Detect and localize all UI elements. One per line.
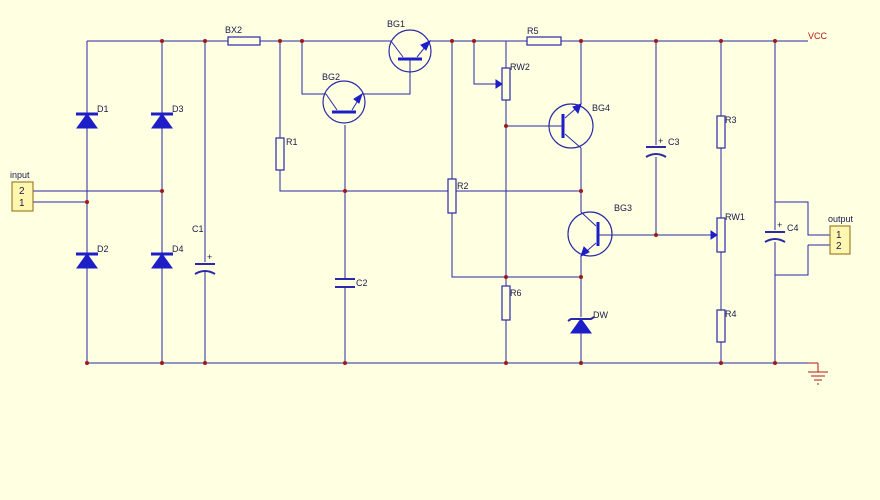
diode-d4: D4	[151, 244, 184, 269]
svg-text:DW: DW	[593, 310, 608, 320]
junction-dot	[203, 361, 207, 365]
resistor-r4: R4	[716, 309, 737, 343]
wires	[33, 40, 830, 364]
svg-text:BG3: BG3	[614, 203, 632, 213]
zener-dw: DW	[567, 310, 608, 334]
svg-text:RW2: RW2	[510, 62, 530, 72]
resistor-r5: R5	[526, 26, 562, 46]
capacitor-c4: + C4	[764, 220, 799, 243]
svg-text:C3: C3	[668, 137, 680, 147]
svg-text:C4: C4	[787, 223, 799, 233]
diode-d2: D2	[76, 244, 109, 269]
svg-text:2: 2	[19, 186, 25, 197]
svg-text:1: 1	[19, 198, 25, 209]
junction-dot	[579, 39, 583, 43]
svg-text:R2: R2	[457, 181, 469, 191]
output-connector: output 1 2	[828, 214, 854, 255]
svg-text:BX2: BX2	[225, 25, 242, 35]
svg-text:BG4: BG4	[592, 103, 610, 113]
junction-dot	[343, 189, 347, 193]
junction-dot	[654, 39, 658, 43]
junction-dot	[719, 39, 723, 43]
junction-dot	[160, 189, 164, 193]
diode-d1: D1	[76, 104, 109, 129]
junction-dot	[773, 361, 777, 365]
capacitor-c1: + C1	[192, 224, 216, 275]
svg-text:VCC: VCC	[808, 31, 828, 41]
svg-text:+: +	[207, 252, 212, 262]
junction-dot	[504, 124, 508, 128]
transistor-bg3: BG3	[567, 203, 632, 257]
output-title: output	[828, 214, 854, 224]
svg-text:R4: R4	[725, 309, 737, 319]
svg-text:R5: R5	[527, 26, 539, 36]
input-connector: input 2 1	[10, 170, 34, 212]
svg-text:D4: D4	[172, 244, 184, 254]
svg-text:R6: R6	[510, 288, 522, 298]
vcc-net-label: VCC	[808, 31, 828, 41]
junction-dot	[343, 361, 347, 365]
svg-text:1: 1	[836, 230, 842, 241]
svg-text:D1: D1	[97, 104, 109, 114]
resistor-r1: R1	[275, 137, 298, 171]
svg-text:BG1: BG1	[387, 19, 405, 29]
ground-symbol	[808, 362, 828, 385]
resistor-r2: R2	[447, 178, 469, 214]
svg-text:RW1: RW1	[725, 212, 745, 222]
svg-text:D3: D3	[172, 104, 184, 114]
junction-dot	[579, 189, 583, 193]
potentiometer-rw2: RW2	[495, 62, 530, 101]
svg-text:C2: C2	[356, 278, 368, 288]
resistor-r6: R6	[501, 285, 522, 321]
junction-dot	[160, 361, 164, 365]
svg-text:BG2: BG2	[322, 72, 340, 82]
junction-dot	[160, 39, 164, 43]
svg-text:R3: R3	[725, 115, 737, 125]
junction-dot	[579, 275, 583, 279]
junction-dot	[450, 39, 454, 43]
resistor-r3: R3	[716, 115, 737, 149]
junction-dot	[773, 39, 777, 43]
svg-text:C1: C1	[192, 224, 204, 234]
svg-text:+: +	[777, 220, 782, 230]
capacitor-c3: + C3	[645, 136, 680, 158]
input-title: input	[10, 170, 30, 180]
svg-text:R1: R1	[286, 137, 298, 147]
diode-d3: D3	[151, 104, 184, 129]
junction-dot	[504, 361, 508, 365]
capacitor-c2: C2	[335, 278, 368, 288]
junction-dot	[85, 361, 89, 365]
junction-dot	[579, 361, 583, 365]
svg-text:2: 2	[836, 241, 842, 252]
fuse-bx2: BX2	[225, 25, 261, 46]
junctions	[85, 39, 777, 365]
junction-dot	[719, 361, 723, 365]
junction-dot	[278, 39, 282, 43]
junction-dot	[300, 39, 304, 43]
potentiometer-rw1: RW1	[710, 212, 745, 253]
transistor-bg2: BG2	[322, 72, 366, 124]
svg-text:+: +	[658, 136, 663, 146]
junction-dot	[472, 39, 476, 43]
transistor-bg1: BG1	[387, 19, 432, 73]
junction-dot	[654, 233, 658, 237]
svg-text:D2: D2	[97, 244, 109, 254]
junction-dot	[85, 200, 89, 204]
junction-dot	[504, 275, 508, 279]
transistor-bg4: BG4	[548, 103, 610, 149]
junction-dot	[203, 39, 207, 43]
